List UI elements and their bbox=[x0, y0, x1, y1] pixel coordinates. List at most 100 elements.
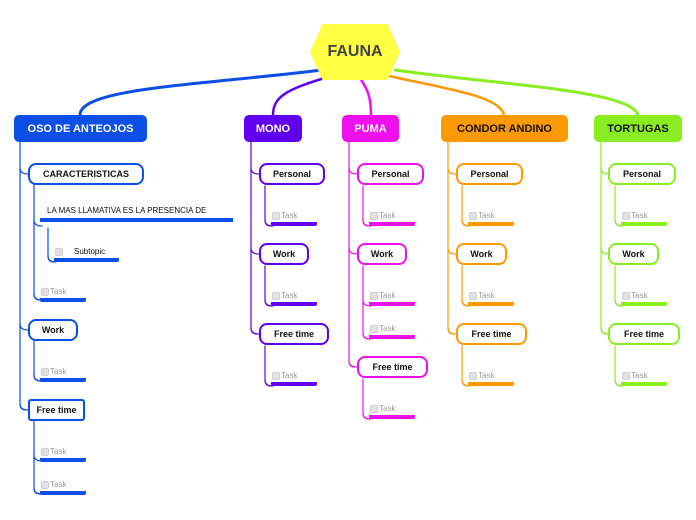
connector-line bbox=[447, 327, 457, 335]
subtopic-label: Free time bbox=[471, 329, 512, 339]
checkbox-icon[interactable] bbox=[41, 288, 49, 296]
subtopic-personal[interactable]: Personal bbox=[456, 163, 523, 185]
task-item[interactable]: Task bbox=[271, 210, 317, 226]
task-item[interactable]: Task bbox=[369, 323, 415, 339]
subtopic-personal[interactable]: Personal bbox=[608, 163, 676, 185]
task-item[interactable]: Task bbox=[369, 403, 415, 419]
checkbox-icon[interactable] bbox=[41, 448, 49, 456]
task-item[interactable]: Task bbox=[369, 290, 415, 306]
checkbox-icon[interactable] bbox=[370, 212, 378, 220]
subtopic-work[interactable]: Work bbox=[608, 243, 659, 265]
subtopic-label: Work bbox=[41, 325, 65, 335]
topic-condor-andino[interactable]: CONDOR ANDINO bbox=[441, 115, 568, 142]
task-label: Task bbox=[281, 291, 298, 300]
task-item[interactable]: Task bbox=[40, 446, 86, 462]
task-item[interactable]: Task bbox=[40, 286, 86, 302]
subtopic-caracteristicas[interactable]: CARACTERISTICAS bbox=[28, 163, 144, 185]
note-label: LA MAS LLAMATIVA ES LA PRESENCIA DE bbox=[47, 206, 207, 215]
topic-label: PUMA bbox=[354, 122, 387, 135]
checkbox-icon[interactable] bbox=[469, 372, 477, 380]
subtopic-work[interactable]: Work bbox=[357, 243, 407, 265]
task-item[interactable]: Task bbox=[271, 290, 317, 306]
checkbox-icon[interactable] bbox=[41, 481, 49, 489]
task-item[interactable]: Task bbox=[621, 370, 667, 386]
task-label: Task bbox=[631, 211, 648, 220]
connector-line bbox=[447, 167, 457, 175]
subtopic-free-time[interactable]: Free time bbox=[259, 323, 329, 345]
checkbox-icon[interactable] bbox=[272, 212, 280, 220]
checkbox-icon[interactable] bbox=[469, 292, 477, 300]
task-item[interactable]: Task bbox=[468, 370, 514, 386]
topic-label: OSO DE ANTEOJOS bbox=[27, 122, 134, 135]
topic-oso-de-anteojos[interactable]: OSO DE ANTEOJOS bbox=[14, 115, 147, 142]
checkbox-icon[interactable] bbox=[370, 292, 378, 300]
subtopic-free-time[interactable]: Free time bbox=[357, 356, 428, 378]
topic-mono[interactable]: MONO bbox=[244, 115, 302, 142]
connector-line bbox=[600, 327, 610, 335]
task-item[interactable]: Task bbox=[40, 479, 86, 495]
connector-line bbox=[348, 360, 358, 368]
task-item[interactable]: Task bbox=[621, 290, 667, 306]
subtopic-label: Personal bbox=[371, 169, 410, 179]
task-item[interactable]: Task bbox=[468, 290, 514, 306]
checkbox-icon[interactable] bbox=[41, 368, 49, 376]
connector-center-puma bbox=[358, 76, 373, 117]
connector-line bbox=[600, 167, 610, 175]
task-label: Task bbox=[50, 480, 67, 489]
connector-center-condor bbox=[383, 73, 506, 117]
subtopic-work[interactable]: Work bbox=[456, 243, 507, 265]
connector-line bbox=[600, 247, 610, 255]
checkbox-icon[interactable] bbox=[55, 248, 63, 256]
task-label: Task bbox=[478, 291, 495, 300]
connector-line bbox=[250, 167, 260, 175]
task-label: Task bbox=[379, 404, 396, 413]
task-label: Task bbox=[281, 211, 298, 220]
subtopic-label: Work bbox=[370, 249, 394, 259]
topic-label: CONDOR ANDINO bbox=[457, 122, 552, 135]
checkbox-icon[interactable] bbox=[622, 212, 630, 220]
checkbox-icon[interactable] bbox=[370, 325, 378, 333]
topic-label: MONO bbox=[255, 122, 291, 135]
subtopic-free-time[interactable]: Free time bbox=[456, 323, 527, 345]
task-item[interactable]: Task bbox=[468, 210, 514, 226]
connector-line bbox=[250, 327, 260, 335]
subtopic-label: Work bbox=[622, 249, 645, 259]
connector-line bbox=[348, 247, 358, 255]
connector-center-mono bbox=[271, 73, 337, 117]
note-la-mas-llamativa[interactable]: LA MAS LLAMATIVA ES LA PRESENCIA DE bbox=[40, 206, 233, 222]
connector-line bbox=[33, 219, 43, 227]
checkbox-icon[interactable] bbox=[370, 405, 378, 413]
checkbox-icon[interactable] bbox=[622, 372, 630, 380]
subtopic-label: Subtopic bbox=[74, 247, 106, 256]
checkbox-icon[interactable] bbox=[272, 292, 280, 300]
central-topic[interactable]: FAUNA bbox=[310, 24, 400, 80]
connector-line bbox=[19, 403, 29, 411]
task-item[interactable]: Task bbox=[271, 370, 317, 386]
task-label: Task bbox=[50, 287, 67, 296]
topic-tortugas[interactable]: TORTUGAS bbox=[594, 115, 682, 142]
subtopic-free-time[interactable]: Free time bbox=[28, 399, 85, 421]
subtopic-free-time[interactable]: Free time bbox=[608, 323, 680, 345]
subtopic-personal[interactable]: Personal bbox=[357, 163, 424, 185]
connector-center-oso bbox=[78, 68, 324, 117]
connector-line bbox=[348, 141, 356, 368]
task-item[interactable]: Task bbox=[40, 366, 86, 382]
subtopic-item[interactable]: Subtopic bbox=[54, 246, 119, 262]
connector-line bbox=[19, 167, 29, 175]
central-topic-label: FAUNA bbox=[327, 43, 383, 60]
connector-line bbox=[250, 247, 260, 255]
task-item[interactable]: Task bbox=[621, 210, 667, 226]
topic-puma[interactable]: PUMA bbox=[342, 115, 399, 142]
subtopic-work[interactable]: Work bbox=[28, 319, 78, 341]
task-item[interactable]: Task bbox=[369, 210, 415, 226]
task-label: Task bbox=[478, 211, 495, 220]
checkbox-icon[interactable] bbox=[272, 372, 280, 380]
task-label: Task bbox=[379, 291, 396, 300]
checkbox-icon[interactable] bbox=[469, 212, 477, 220]
subtopic-personal[interactable]: Personal bbox=[259, 163, 325, 185]
subtopic-label: Personal bbox=[470, 169, 509, 179]
subtopic-work[interactable]: Work bbox=[259, 243, 309, 265]
connector-center-tortugas bbox=[393, 68, 640, 117]
checkbox-icon[interactable] bbox=[622, 292, 630, 300]
